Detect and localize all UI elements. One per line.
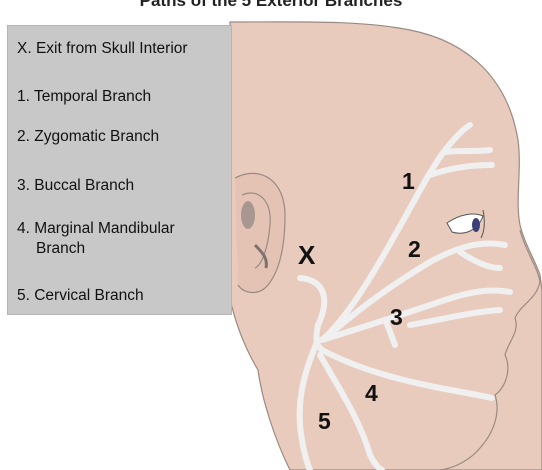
eye-iris <box>472 218 480 232</box>
legend-item-marginal: 4. Marginal Mandibular <box>17 219 175 238</box>
legend-item-exit: X. Exit from Skull Interior <box>17 39 188 58</box>
label-2: 2 <box>408 236 421 263</box>
label-3: 3 <box>390 304 403 331</box>
nerve-temporal-twig-1 <box>445 150 490 152</box>
label-4: 4 <box>365 380 378 407</box>
ear-lobe-shadow <box>241 201 255 229</box>
legend-item-temporal: 1. Temporal Branch <box>17 87 151 106</box>
label-x: X <box>298 240 315 271</box>
legend-box: X. Exit from Skull Interior 1. Temporal … <box>7 25 232 315</box>
label-1: 1 <box>402 168 415 195</box>
legend-item-zygomatic: 2. Zygomatic Branch <box>17 127 159 146</box>
legend-item-cervical: 5. Cervical Branch <box>17 286 144 305</box>
label-5: 5 <box>318 408 331 435</box>
legend-item-buccal: 3. Buccal Branch <box>17 176 134 195</box>
legend-item-marginal-cont: Branch <box>36 239 85 258</box>
